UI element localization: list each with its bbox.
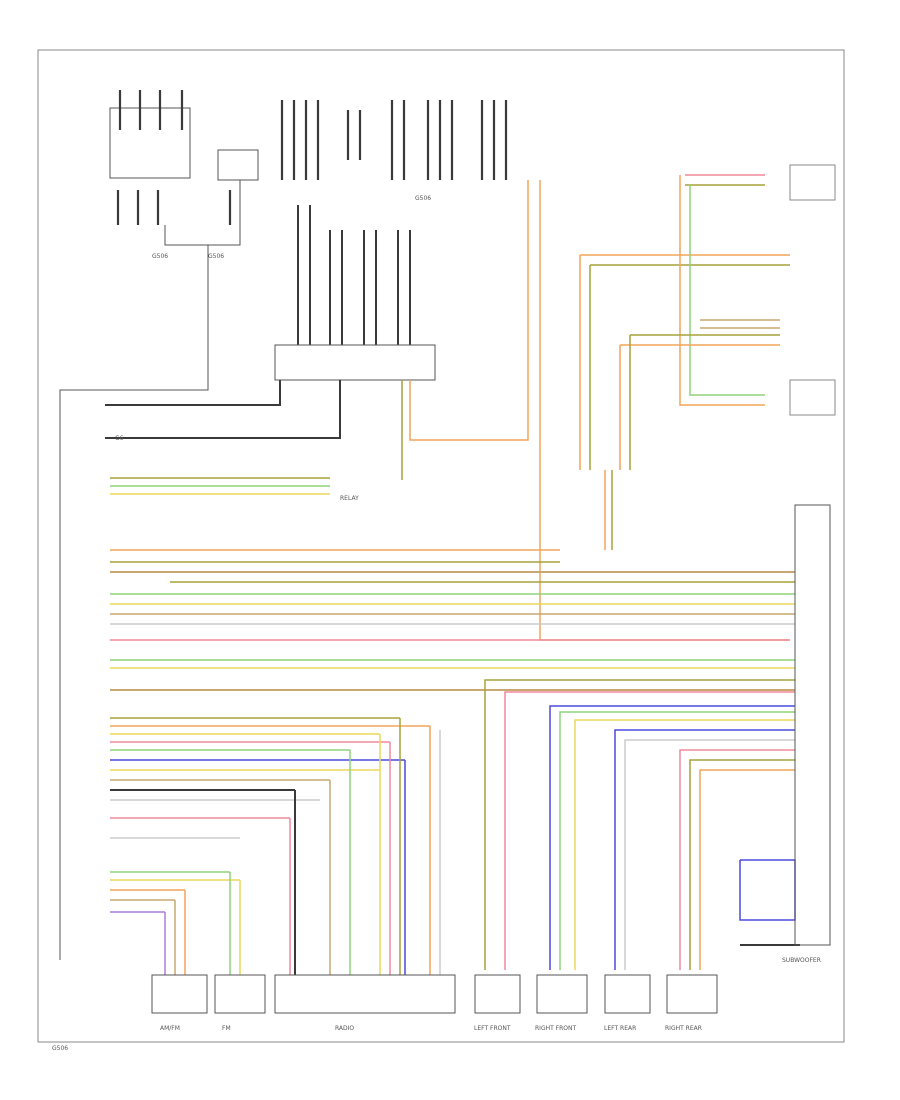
- label-gnd-a: G506: [208, 253, 224, 260]
- text-labels: G506 G506 G506 RELAY G6 G506 AM/FM FM RA…: [52, 195, 821, 1052]
- left-top-module: [109, 107, 191, 179]
- label-spk4: RIGHT REAR: [665, 1025, 702, 1032]
- label-spk3: LEFT REAR: [604, 1025, 636, 1032]
- speaker-lf: [474, 974, 521, 1014]
- label-sw: G6: [115, 435, 124, 442]
- right-top-section: [579, 164, 836, 470]
- label-gnd-left: G506: [152, 253, 168, 260]
- module-fm: [214, 974, 266, 1014]
- speaker-lr: [604, 974, 651, 1014]
- diagram-frame: [37, 49, 845, 1043]
- label-right-module: SUBWOOFER: [782, 957, 821, 964]
- top-components: [109, 90, 508, 381]
- speaker-rr: [666, 974, 718, 1014]
- label-spk1: LEFT FRONT: [474, 1025, 511, 1032]
- label-comp-left: AM/FM: [160, 1025, 180, 1032]
- label-comp-right: FM: [222, 1025, 231, 1032]
- right-module: [794, 504, 831, 946]
- vertical-drops: [164, 470, 613, 975]
- switch-block: [297, 205, 411, 345]
- label-spk2: RIGHT FRONT: [535, 1025, 577, 1032]
- right-bus: [484, 679, 800, 970]
- speaker-rf: [536, 974, 588, 1014]
- bus-lines: [110, 477, 795, 913]
- module-radio: [274, 974, 456, 1014]
- bottom-modules: [151, 504, 831, 1014]
- label-bottom-module: RADIO: [335, 1025, 354, 1032]
- left-trunk: [59, 180, 241, 960]
- label-gnd-b: G506: [415, 195, 431, 202]
- top-connectors: [116, 90, 508, 225]
- module-am-fm: [151, 974, 208, 1014]
- label-foot: G506: [52, 1045, 68, 1052]
- small-module: [217, 149, 259, 181]
- control-module: [274, 344, 436, 381]
- label-relay: RELAY: [340, 495, 359, 502]
